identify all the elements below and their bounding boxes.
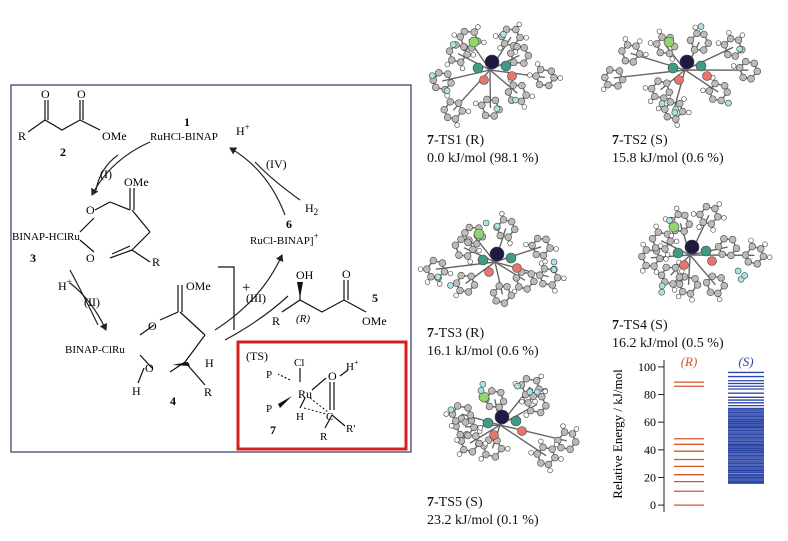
ts5-energy: 23.2 kJ/mol (0.1 %) (427, 513, 539, 528)
scheme-frame (10, 84, 412, 453)
compound-5-structure (281, 280, 367, 313)
compound-5-wedge (297, 282, 303, 298)
compound-2-o1: O (41, 87, 50, 101)
ts-h: H (296, 411, 304, 423)
ts-dash-2 (303, 407, 327, 415)
ts5-molecule (443, 373, 580, 474)
ts2-title: 7-TS2 (S) (612, 133, 668, 148)
compound-1-name: RuHCl-BINAP (150, 131, 218, 143)
y-tick-label: 60 (644, 415, 656, 429)
ts-o: O (328, 369, 337, 383)
compound-3-r: R (152, 255, 160, 269)
compound-4-wedge (172, 362, 190, 366)
ts-dash-1 (277, 373, 291, 381)
compound-4-h1: H (205, 356, 214, 370)
compound-4-o-bottom: O (145, 361, 154, 375)
compound-3-o-bottom: O (86, 251, 95, 265)
compound-5-oh: OH (296, 268, 314, 282)
ts4-title: 7-TS4 (S) (612, 318, 668, 333)
ts3-title: 7-TS3 (R) (427, 326, 485, 341)
y-tick-label: 80 (644, 388, 656, 402)
y-tick-label: 40 (644, 443, 656, 457)
ts-rprime: R' (346, 423, 355, 435)
ts-r: R (320, 431, 328, 443)
compound-4-name: BINAP-ClRu (65, 344, 125, 356)
ts-label: (TS) (246, 349, 268, 363)
compound-5-r: R (272, 314, 280, 328)
hplus-top: H+ (236, 122, 250, 138)
step-iii-arrow (214, 254, 284, 331)
compound-3-structure (79, 188, 151, 263)
hplus-left: H+ (58, 277, 72, 293)
ts-number: 7 (270, 423, 276, 437)
ts1-molecule (428, 21, 563, 128)
series-label: (R) (681, 354, 698, 369)
ts-ru: Ru (298, 387, 312, 401)
ts3-molecule (417, 210, 567, 307)
step-i-label: (I) (100, 167, 112, 181)
ts3-energy: 16.1 kJ/mol (0.6 %) (427, 344, 539, 359)
step-iv-label: (IV) (266, 157, 287, 171)
ts-cl: Cl (294, 357, 304, 369)
series-label: (S) (738, 354, 753, 369)
compound-6-name: RuCl-BINAP]+ (250, 231, 319, 247)
ts-box (236, 340, 408, 451)
compound-6-number: 6 (286, 217, 292, 231)
compound-3-number: 3 (30, 251, 36, 265)
ts4-molecule (638, 201, 773, 303)
plus-sign: + (242, 280, 250, 296)
compound-4-number: 4 (170, 394, 176, 408)
h2-label: H2 (305, 201, 318, 217)
compound-3-o-top: O (86, 203, 95, 217)
compound-2-ome: OMe (102, 129, 127, 143)
step-iii-label: (III) (246, 291, 266, 305)
compound-2-r: R (18, 129, 26, 143)
ts-p2: P (266, 403, 272, 415)
compound-2-number: 2 (60, 145, 66, 159)
y-tick-label: 100 (638, 360, 656, 374)
compound-4-ome: OMe (186, 279, 211, 293)
ts1-energy: 0.0 kJ/mol (98.1 %) (427, 151, 539, 166)
compound-3-ome: OMe (124, 175, 149, 189)
compound-4-structure (137, 266, 235, 386)
ts-p1: P (266, 369, 272, 381)
ts4-energy: 16.2 kJ/mol (0.5 %) (612, 336, 724, 351)
step-iv-arrow (229, 147, 286, 216)
ts-wedge-p (278, 396, 292, 408)
compound-5-number: 5 (372, 291, 378, 305)
ts-h-plus: H+ (346, 358, 359, 373)
ts1-title: 7-TS1 (R) (427, 133, 485, 148)
step-ii-arrow (69, 282, 108, 331)
ts5-title: 7-TS5 (S) (427, 495, 483, 510)
ts2-energy: 15.8 kJ/mol (0.6 %) (612, 151, 724, 166)
compound-2-o2: O (77, 87, 86, 101)
ts-structure (299, 368, 349, 429)
compound-5-stereo: (R) (296, 313, 310, 325)
compound-2-structure (27, 100, 101, 133)
compound-4-o-top: O (148, 319, 157, 333)
y-tick-label: 0 (650, 498, 656, 512)
step-ii-label: (II) (84, 295, 100, 309)
compound-5-ome: OMe (362, 314, 387, 328)
compound-5-o: O (342, 267, 351, 281)
compound-4-r: R (204, 385, 212, 399)
y-tick-label: 20 (644, 470, 656, 484)
energy-chart: Relative Energy / kJ/mol 0 20 40 60 80 100 (R) (… (610, 354, 764, 512)
ts-c: C (326, 411, 333, 423)
ts2-molecule (600, 23, 761, 128)
compound-3-name: BINAP-HClRu (12, 231, 80, 243)
compound-1-number: 1 (184, 115, 190, 129)
compound-4-h2: H (132, 384, 141, 398)
catalytic-cycle-scheme: O O R OMe 2 1 RuHCl-BINAP (I) O O OMe BI… (10, 84, 412, 453)
y-axis-label: Relative Energy / kJ/mol (610, 369, 625, 499)
